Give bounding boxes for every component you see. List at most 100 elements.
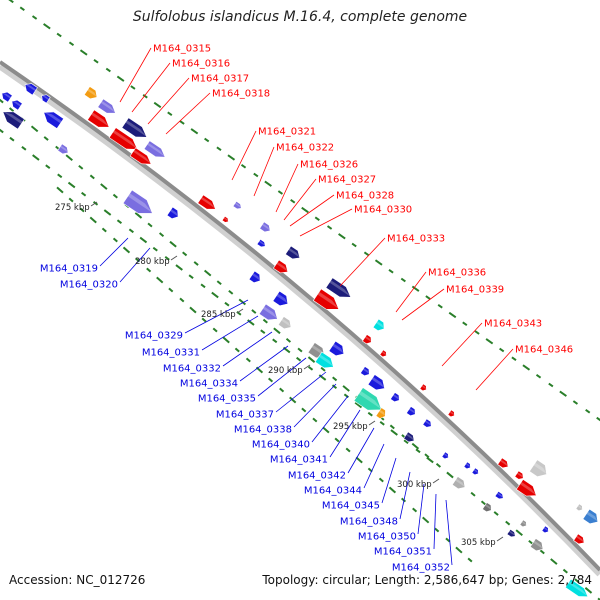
forward-gene-arrow[interactable] [541,525,550,534]
forward-gene-arrow[interactable] [353,387,386,417]
forward-gene-arrow[interactable] [367,374,388,394]
reverse-gene-label[interactable]: M164_0337 [216,410,274,421]
forward-gene-arrow[interactable] [372,318,387,333]
reverse-gene-label[interactable]: M164_0319 [40,264,98,275]
forward-gene-arrow[interactable] [447,409,456,418]
forward-gene-arrow[interactable] [515,479,539,500]
forward-gene-arrow[interactable] [497,457,511,470]
reverse-gene-label[interactable]: M164_0341 [270,455,328,466]
forward-gene-arrow[interactable] [375,407,388,421]
forward-gene-arrow[interactable] [494,490,505,500]
forward-gene-arrow[interactable] [272,290,291,309]
forward-gene-arrow[interactable] [519,519,528,528]
reverse-gene-label[interactable]: M164_0344 [304,486,362,497]
reverse-gene-label[interactable]: M164_0350 [358,532,416,543]
forward-gene-arrow[interactable] [129,147,154,169]
reverse-gene-label[interactable]: M164_0334 [180,379,238,390]
forward-gene-arrow[interactable] [143,140,168,162]
reverse-gene-label[interactable]: M164_0331 [142,348,200,359]
gc-tick [403,439,409,444]
forward-gene-label[interactable]: M164_0328 [336,191,394,202]
forward-gene-arrow[interactable] [403,431,417,444]
reverse-gene-label[interactable]: M164_0342 [288,471,346,482]
forward-gene-arrow[interactable] [529,459,550,481]
forward-gene-arrow[interactable] [312,288,342,315]
forward-gene-arrow[interactable] [514,470,526,481]
forward-gene-arrow[interactable] [325,277,354,302]
forward-gene-arrow[interactable] [379,349,388,358]
forward-gene-arrow[interactable] [360,366,371,377]
forward-gene-arrow[interactable] [406,406,417,417]
reverse-gene-arrow[interactable] [40,107,65,129]
forward-gene-arrow[interactable] [422,418,434,429]
forward-gene-label[interactable]: M164_0327 [318,175,376,186]
forward-gene-arrow[interactable] [463,461,472,470]
forward-gene-arrow[interactable] [122,189,157,220]
forward-gene-label[interactable]: M164_0346 [515,345,573,356]
forward-gene-arrow[interactable] [471,467,480,476]
forward-gene-arrow[interactable] [121,117,150,142]
forward-gene-arrow[interactable] [314,351,337,372]
reverse-gene-label[interactable]: M164_0340 [252,440,310,451]
reverse-gene-arrow[interactable] [10,98,23,111]
forward-gene-arrow[interactable] [197,194,219,213]
forward-gene-arrow[interactable] [248,270,263,285]
forward-gene-arrow[interactable] [166,206,181,221]
reverse-gene-arrow[interactable] [23,81,38,96]
forward-gene-arrow[interactable] [256,238,267,248]
forward-gene-arrow[interactable] [575,503,584,512]
reverse-leader-line [311,395,349,443]
forward-gene-label[interactable]: M164_0333 [387,234,445,245]
forward-gene-arrow[interactable] [582,508,600,527]
forward-gene-label[interactable]: M164_0316 [172,59,230,70]
forward-gene-arrow[interactable] [83,86,100,101]
reverse-gene-label[interactable]: M164_0352 [392,563,450,574]
forward-gene-label[interactable]: M164_0317 [191,74,249,85]
forward-gene-arrow[interactable] [441,451,450,460]
reverse-gene-label[interactable]: M164_0345 [322,501,380,512]
forward-gene-label[interactable]: M164_0336 [428,268,486,279]
forward-gene-arrow[interactable] [87,109,113,132]
forward-gene-arrow[interactable] [284,245,302,262]
forward-gene-arrow[interactable] [232,200,243,210]
forward-gene-arrow[interactable] [328,340,347,359]
forward-gene-arrow[interactable] [272,259,290,276]
reverse-gene-label[interactable]: M164_0335 [198,394,256,405]
forward-gene-arrow[interactable] [451,476,468,491]
forward-gene-label[interactable]: M164_0330 [354,205,412,216]
gc-tick [314,216,320,222]
forward-gene-label[interactable]: M164_0315 [153,44,211,55]
reverse-gene-label[interactable]: M164_0351 [374,547,432,558]
forward-gene-arrow[interactable] [108,127,141,155]
forward-gene-arrow[interactable] [97,98,119,117]
forward-gene-arrow[interactable] [573,533,587,546]
reverse-gene-label[interactable]: M164_0329 [125,331,183,342]
forward-gene-arrow[interactable] [419,463,428,472]
forward-gene-label[interactable]: M164_0321 [258,127,316,138]
forward-gene-arrow[interactable] [482,502,493,513]
forward-gene-label[interactable]: M164_0322 [276,143,334,154]
forward-gene-arrow[interactable] [419,383,428,392]
forward-gene-arrow[interactable] [259,221,273,234]
reverse-gene-label[interactable]: M164_0332 [163,364,221,375]
forward-gene-arrow[interactable] [390,392,401,403]
reverse-gene-arrow[interactable] [0,90,13,103]
forward-gene-label[interactable]: M164_0339 [446,285,504,296]
forward-gene-arrow[interactable] [221,215,230,224]
forward-gene-arrow[interactable] [258,303,281,324]
forward-gene-arrow[interactable] [529,538,546,553]
gc-tick [67,181,76,189]
reverse-gene-label[interactable]: M164_0320 [60,280,118,291]
forward-gene-arrow[interactable] [277,316,294,331]
forward-gene-label[interactable]: M164_0343 [484,319,542,330]
reverse-gene-arrow[interactable] [40,93,51,104]
forward-gene-arrow[interactable] [564,578,590,600]
reverse-gene-arrow[interactable] [0,107,25,130]
reverse-gene-label[interactable]: M164_0348 [340,517,398,528]
forward-gene-label[interactable]: M164_0326 [300,160,358,171]
forward-gene-arrow[interactable] [57,143,71,156]
forward-gene-arrow[interactable] [506,528,517,538]
forward-gene-arrow[interactable] [362,334,373,345]
reverse-gene-label[interactable]: M164_0338 [234,425,292,436]
forward-gene-label[interactable]: M164_0318 [212,89,270,100]
